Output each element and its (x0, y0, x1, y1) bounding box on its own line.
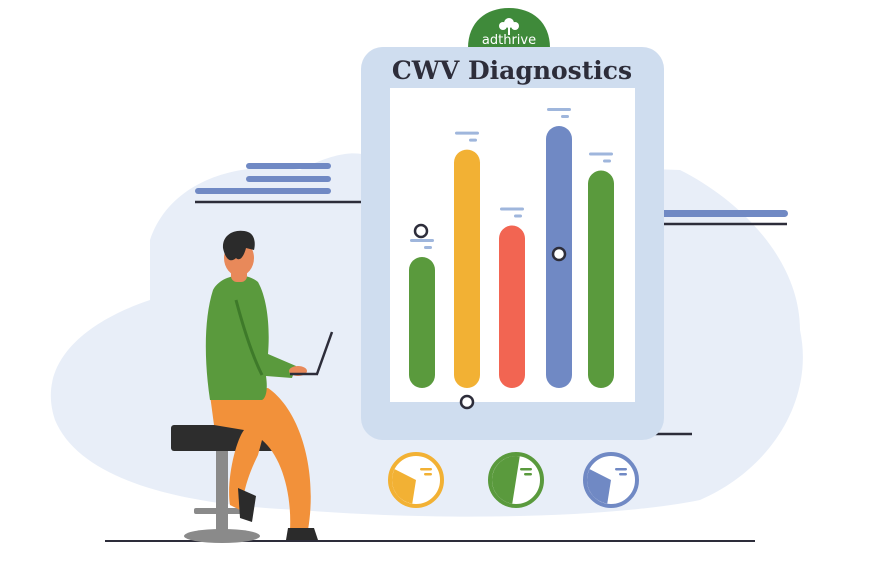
bar-label-line (469, 138, 477, 142)
left-text-lines (195, 163, 331, 194)
gauge-green (488, 452, 544, 508)
connector-dot-right (551, 246, 567, 262)
bar-1 (409, 257, 435, 388)
shoe (238, 488, 256, 522)
page-title: CWV Diagnostics (392, 56, 632, 85)
bar-label-line (410, 239, 434, 242)
pants (210, 388, 311, 530)
bar-2 (454, 149, 480, 388)
gauge-yellow (388, 452, 444, 508)
bar-label-line (603, 159, 611, 163)
gauge-blue (583, 452, 639, 508)
bar-label-line (455, 131, 479, 135)
text-line (246, 163, 331, 169)
gauge-green-fill (492, 456, 520, 504)
laptop-icon (290, 331, 334, 376)
logo-text: adthrive (482, 33, 536, 48)
connector-dots (413, 223, 567, 410)
hair (222, 230, 255, 261)
tree-icon (499, 18, 519, 35)
text-line (195, 188, 331, 194)
adthrive-logo: adthrive (468, 8, 550, 48)
shirt (205, 275, 296, 400)
person-illustration (171, 230, 334, 543)
right-text-line (651, 210, 788, 217)
bar-label-line (514, 214, 522, 218)
gauge-blue-fill (586, 469, 611, 504)
bar-label-line (589, 152, 613, 156)
shoe (286, 528, 318, 540)
bar-label-line (561, 115, 569, 118)
bar-5 (588, 170, 614, 388)
connector-dot-left (413, 223, 429, 239)
bar-label-line (424, 246, 432, 249)
gauge-yellow-fill (391, 469, 416, 504)
bar-label-line (500, 207, 524, 211)
connector-dot-bottom (459, 394, 475, 410)
bar-3 (499, 225, 525, 388)
gauge-row (388, 452, 639, 508)
bar-label-line (547, 108, 571, 111)
text-line (246, 176, 331, 182)
